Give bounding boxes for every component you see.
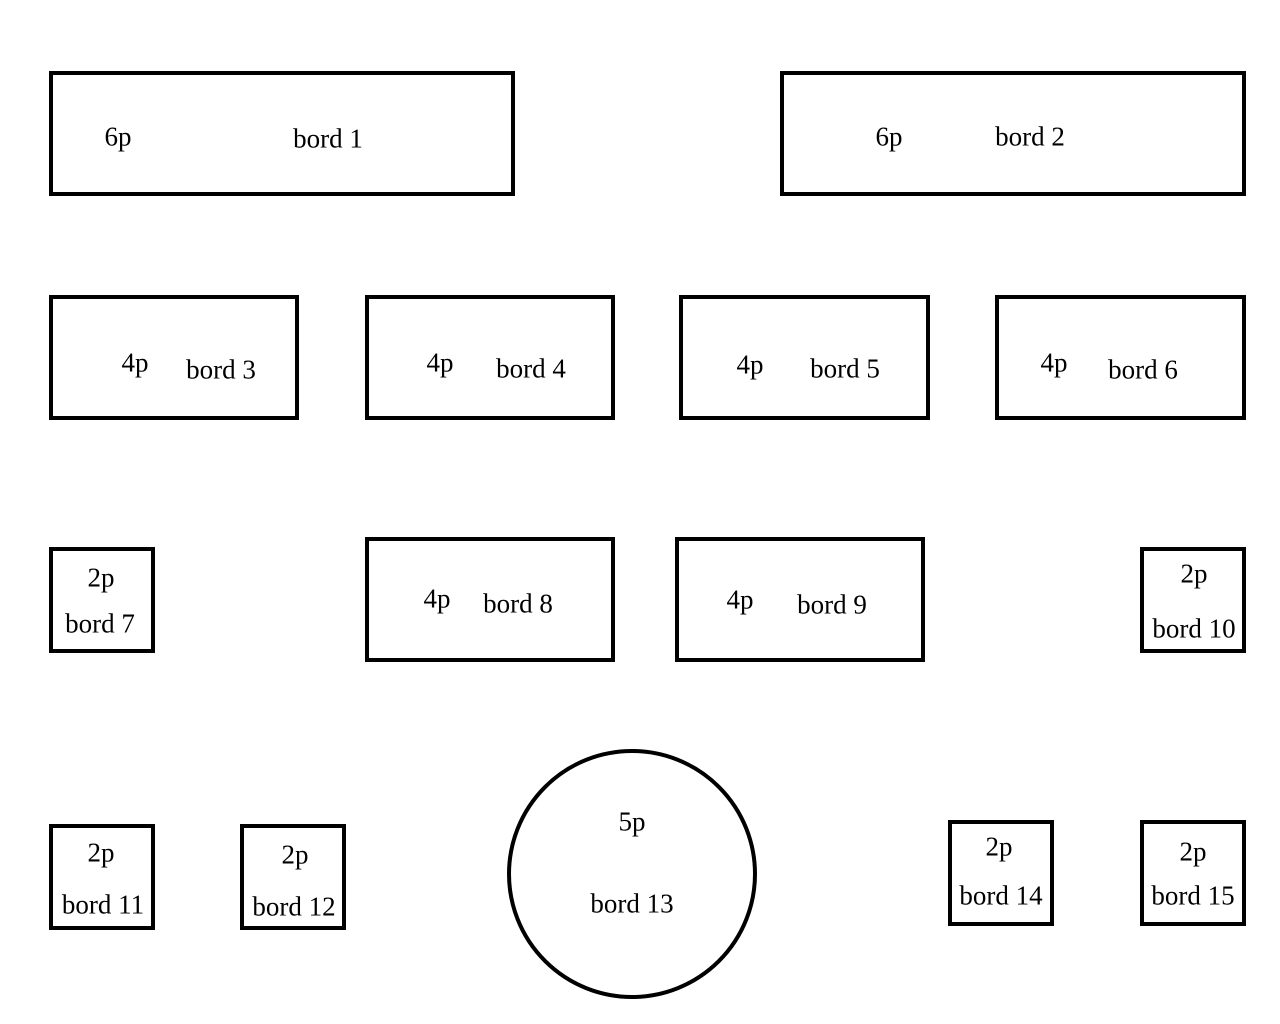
table-12-seats: 2p xyxy=(281,839,309,870)
table-3-name: bord 3 xyxy=(186,354,256,385)
table-14-name: bord 14 xyxy=(959,880,1043,911)
table-8-seats: 4p xyxy=(423,583,451,614)
table-6[interactable] xyxy=(995,295,1246,420)
table-5-name: bord 5 xyxy=(810,353,880,384)
table-6-seats: 4p xyxy=(1040,347,1068,378)
table-13-seats: 5p xyxy=(618,806,646,837)
table-4-name: bord 4 xyxy=(496,353,566,384)
table-1-seats: 6p xyxy=(104,121,132,152)
table-9-name: bord 9 xyxy=(797,589,867,620)
table-2[interactable] xyxy=(780,71,1246,196)
table-3[interactable] xyxy=(49,295,299,420)
table-8[interactable] xyxy=(365,537,615,662)
table-15[interactable] xyxy=(1140,820,1246,926)
table-3-seats: 4p xyxy=(121,347,149,378)
table-1[interactable] xyxy=(49,71,515,196)
table-15-name: bord 15 xyxy=(1151,880,1235,911)
table-7[interactable] xyxy=(49,547,155,653)
table-9[interactable] xyxy=(675,537,925,662)
table-2-name: bord 2 xyxy=(995,121,1065,152)
table-9-seats: 4p xyxy=(726,584,754,615)
table-12[interactable] xyxy=(240,824,346,930)
table-10-name: bord 10 xyxy=(1152,613,1236,644)
table-14[interactable] xyxy=(948,820,1054,926)
table-13-name: bord 13 xyxy=(590,888,674,919)
table-11-name: bord 11 xyxy=(61,889,145,920)
table-13[interactable] xyxy=(507,749,757,999)
table-11[interactable] xyxy=(49,824,155,930)
table-5-seats: 4p xyxy=(736,349,764,380)
table-12-name: bord 12 xyxy=(252,891,336,922)
table-11-seats: 2p xyxy=(87,837,115,868)
table-8-name: bord 8 xyxy=(483,588,553,619)
table-10-seats: 2p xyxy=(1180,558,1208,589)
table-7-name: bord 7 xyxy=(65,608,135,639)
table-5[interactable] xyxy=(679,295,930,420)
table-15-seats: 2p xyxy=(1179,836,1207,867)
table-4[interactable] xyxy=(365,295,615,420)
table-7-seats: 2p xyxy=(87,562,115,593)
table-2-seats: 6p xyxy=(875,121,903,152)
table-4-seats: 4p xyxy=(426,347,454,378)
table-14-seats: 2p xyxy=(985,831,1013,862)
table-1-name: bord 1 xyxy=(293,123,363,154)
table-6-name: bord 6 xyxy=(1108,354,1178,385)
table-10[interactable] xyxy=(1140,547,1246,653)
